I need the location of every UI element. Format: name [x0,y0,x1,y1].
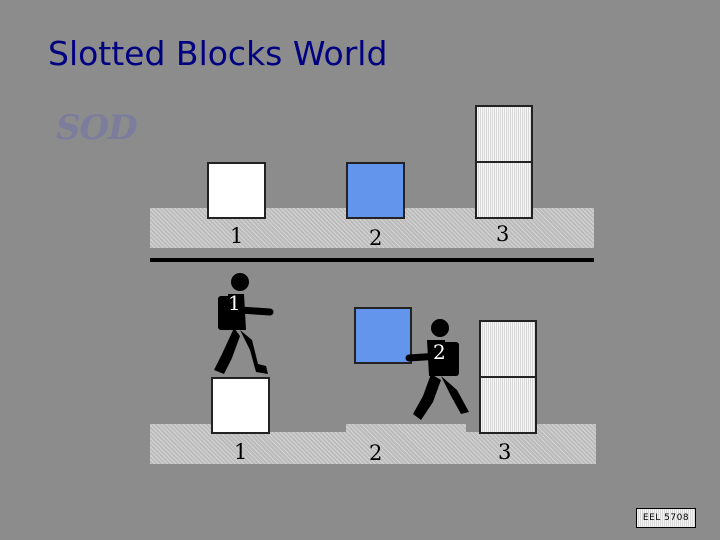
top-block-slot-3-upper [475,105,533,163]
scene-divider [150,258,594,262]
top-slot-label-3: 3 [496,222,510,246]
bottom-slot-label-3: 3 [498,440,512,464]
bottom-slot-label-2: 2 [369,441,383,465]
top-slot-label-1: 1 [230,224,244,248]
course-code-badge: EEL 5708 [636,508,696,528]
top-block-slot-1 [207,162,266,219]
carried-blue-block [354,307,412,364]
slide-title: Slotted Blocks World [48,34,388,73]
top-block-slot-2 [346,162,405,219]
top-slot-label-2: 2 [369,226,383,250]
sod-watermark: SOD [56,108,138,148]
robot-1-figure [214,273,274,374]
bottom-block-slot-1 [211,377,270,434]
robot-2-figure [405,319,469,420]
bottom-block-slot-3-lower [479,376,537,434]
top-block-slot-3-lower [475,161,533,219]
robot-2-label: 2 [433,340,446,364]
robot-1-label: 1 [228,291,241,315]
bottom-slot-label-1: 1 [234,440,248,464]
shelf-notch [466,424,480,432]
shelf-notch [270,424,346,432]
bottom-block-slot-3-upper [479,320,537,378]
